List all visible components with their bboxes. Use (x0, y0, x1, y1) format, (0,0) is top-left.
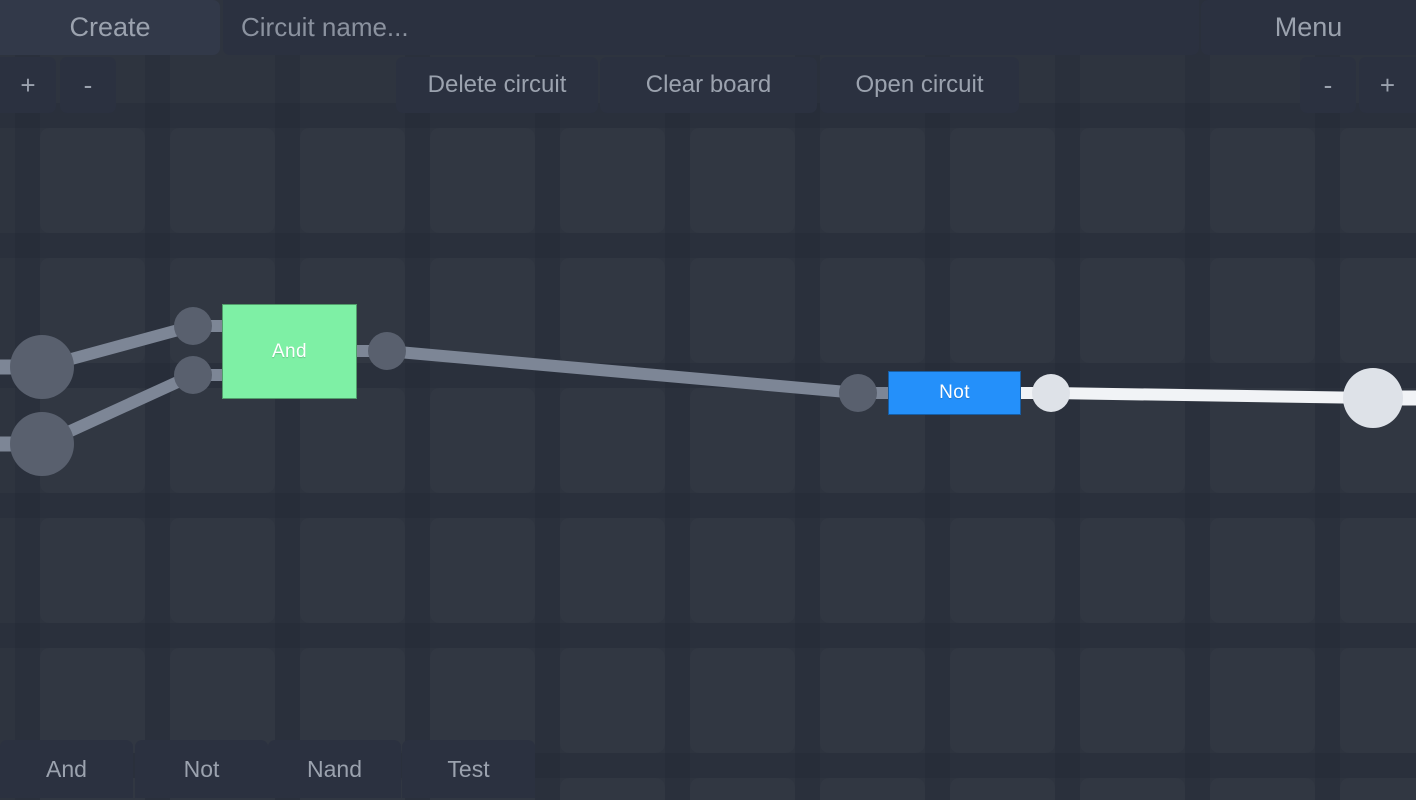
gate-output-node[interactable] (368, 332, 406, 370)
palette-item-not[interactable]: Not (135, 740, 268, 798)
gate-label: And (271, 340, 307, 362)
output-node[interactable] (1343, 368, 1403, 428)
zoom-in-left-button[interactable]: + (0, 57, 56, 113)
gate-input-node[interactable] (174, 307, 212, 345)
clear-board-button[interactable]: Clear board (600, 57, 817, 113)
wire[interactable] (1050, 387, 1374, 404)
source-node[interactable] (10, 412, 74, 476)
create-button[interactable]: Create (0, 0, 220, 55)
gate-label: Not (939, 382, 970, 403)
palette-item-and[interactable]: And (0, 740, 133, 798)
source-node[interactable] (10, 335, 74, 399)
zoom-out-left-button[interactable]: - (60, 57, 116, 113)
delete-circuit-button[interactable]: Delete circuit (396, 57, 598, 113)
zoom-in-right-button[interactable]: + (1359, 57, 1416, 113)
gate-and[interactable]: And (222, 304, 357, 399)
palette-item-nand[interactable]: Nand (268, 740, 401, 798)
wire[interactable] (386, 345, 859, 399)
zoom-out-right-button[interactable]: - (1300, 57, 1356, 113)
gate-input-node[interactable] (839, 374, 877, 412)
circuit-name-input[interactable] (223, 0, 1199, 55)
gate-output-node[interactable] (1032, 374, 1070, 412)
gate-not[interactable]: Not (888, 371, 1021, 415)
open-circuit-button[interactable]: Open circuit (820, 57, 1019, 113)
palette-item-test[interactable]: Test (402, 740, 535, 798)
menu-button[interactable]: Menu (1201, 0, 1416, 55)
gate-input-node[interactable] (174, 356, 212, 394)
